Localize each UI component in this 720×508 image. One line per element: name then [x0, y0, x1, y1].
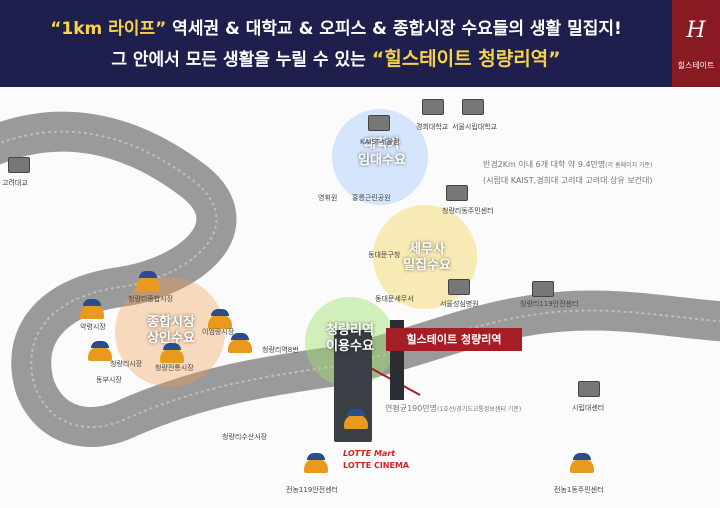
place-label: 청량리동주민센터 — [442, 207, 494, 215]
note-station: 연평균190만명(1호선/경기도교통정보센터 기준) — [385, 404, 522, 413]
market-icon — [570, 453, 594, 473]
market-icon — [344, 409, 368, 429]
market-icon — [136, 271, 160, 291]
headline-line1: “1km 라이프” 역세권 & 대학교 & 오피스 & 종합시장 수요들의 생활… — [0, 14, 672, 39]
market-icon — [88, 341, 112, 361]
building-icon — [446, 185, 468, 201]
place-label: 청량리수산시장 — [222, 433, 268, 441]
place-label: 고려대교 — [2, 179, 28, 187]
place-label: 전농119안전센터 — [286, 486, 339, 494]
lotte-mart-logo: LOTTE Mart — [343, 449, 396, 458]
place-label: 청량리시장 — [110, 360, 143, 368]
building-icon — [532, 281, 554, 297]
place-label: 영휘원 — [318, 194, 338, 202]
place-label: 청량리종합시장 — [128, 295, 174, 303]
market-icon — [160, 343, 184, 363]
building-icon — [448, 279, 470, 295]
market-icon — [208, 309, 232, 329]
market-icon — [80, 299, 104, 319]
brand-logo[interactable]: H 힐스테이트 — [672, 0, 720, 87]
note-university-1: 반경2Km 이내 6개 대학 약 9.4만명(각 홈페이지 기준) — [483, 160, 653, 169]
headline-line2: 그 안에서 모든 생활을 누릴 수 있는 “힐스테이트 청량리역” — [0, 44, 672, 71]
headline-line2-text: 그 안에서 모든 생활을 누릴 수 있는 — [111, 50, 372, 70]
place-label: 홍릉근린공원 — [352, 194, 391, 202]
place-label: 동대문세무서 — [375, 295, 414, 303]
place-label: 서울시립대학교 — [452, 123, 498, 131]
place-label: 서울성심병원 — [440, 300, 479, 308]
place-label: KAIST서울캠 — [360, 138, 400, 146]
headline-highlight-1km: “1km 라이프” — [50, 19, 167, 39]
building-icon — [368, 115, 390, 131]
place-label: 전농시장 — [346, 434, 372, 442]
market-icon — [228, 333, 252, 353]
place-label: 동부시장 — [96, 376, 122, 384]
logo-h-icon: H — [686, 18, 706, 43]
building-icon — [422, 99, 444, 115]
place-label: 경희대학교 — [416, 123, 449, 131]
place-label: 약령시장 — [80, 323, 106, 331]
place-label: 청량리119안전센터 — [520, 300, 579, 308]
place-label: 동대문구청 — [368, 251, 401, 259]
lotte-cinema-logo: LOTTE CINEMA — [343, 461, 410, 470]
place-label: 시립대센터 — [572, 404, 605, 412]
place-label: 청량전통시장 — [155, 364, 194, 372]
place-label: 전농1동주민센터 — [554, 486, 604, 494]
header-banner: “1km 라이프” 역세권 & 대학교 & 오피스 & 종합시장 수요들의 생활… — [0, 0, 672, 87]
building-icon — [578, 381, 600, 397]
place-label: 이엄랑시장 — [202, 328, 235, 336]
building-icon — [8, 157, 30, 173]
market-icon — [304, 453, 328, 473]
logo-text: 힐스테이트 — [677, 61, 715, 70]
note-university-2: (시립대 KAIST,경희대 고려대 고려대 상유 보건대) — [483, 176, 653, 185]
headline-line1-text: 역세권 & 대학교 & 오피스 & 종합시장 수요들의 생활 밀집지! — [166, 19, 622, 39]
headline-highlight-brand: “힐스테이트 청량리역” — [371, 48, 561, 70]
callout-site[interactable]: 힐스테이트 청량리역 — [386, 328, 522, 351]
place-label: 청량리역8번 — [262, 346, 299, 354]
building-icon — [462, 99, 484, 115]
